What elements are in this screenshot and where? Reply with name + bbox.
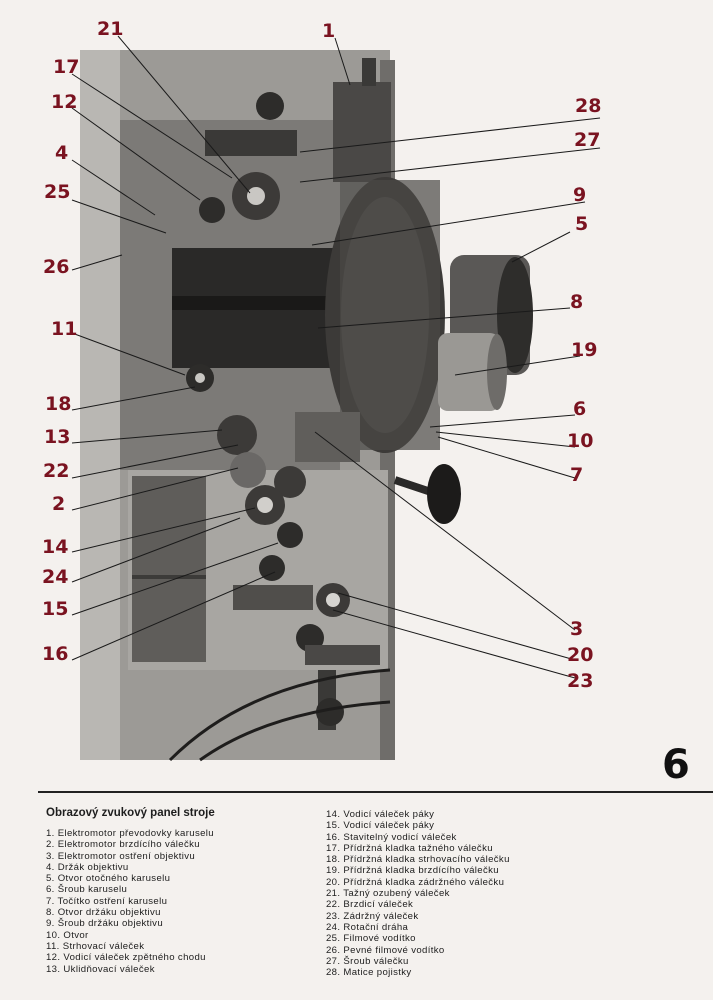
legend-item: 24. Rotační dráha [326, 921, 409, 933]
legend-title: Obrazový zvukový panel stroje [46, 807, 215, 819]
callout-2: 2 [52, 493, 66, 515]
legend-item: 15. Vodicí váleček páky [326, 820, 435, 832]
legend-item: 13. Uklidňovací váleček [46, 963, 155, 975]
legend-item: 27. Šroub válečku [326, 955, 409, 967]
callout-9: 9 [573, 184, 587, 206]
legend-item: 20. Přídržná kladka zádržného válečku [326, 876, 505, 888]
callout-21: 21 [97, 18, 124, 40]
legend-item: 17. Přídržná kladka tažného válečku [326, 842, 493, 854]
legend-item: 2. Elektromotor brzdícího válečku [46, 839, 200, 851]
legend-item: 11. Strhovací váleček [46, 940, 145, 952]
callout-3: 3 [570, 618, 584, 640]
legend-item: 9. Šroub držáku objektivu [46, 918, 164, 930]
legend-item: 21. Tažný ozubený váleček [326, 888, 450, 900]
callout-27: 27 [574, 129, 601, 151]
legend-item: 16. Stavitelný vodicí váleček [326, 831, 457, 843]
legend-item: 3. Elektromotor ostření objektivu [46, 850, 196, 862]
legend-item: 19. Přídržná kladka brzdícího válečku [326, 865, 499, 877]
legend-item: 8. Otvor držáku objektivu [46, 907, 161, 919]
legend-list-right: 14. Vodicí váleček páky 15. Vodicí váleč… [326, 809, 510, 978]
callout-4: 4 [55, 142, 69, 164]
divider [38, 791, 713, 793]
callout-5: 5 [575, 213, 589, 235]
callout-20: 20 [567, 644, 594, 666]
legend-item: 23. Zádržný váleček [326, 910, 419, 922]
callout-19: 19 [571, 339, 598, 361]
legend-item: 1. Elektromotor převodovky karuselu [46, 828, 214, 839]
legend-item: 22. Brzdicí váleček [326, 899, 414, 911]
callout-1: 1 [322, 20, 336, 42]
callout-11: 11 [51, 318, 78, 340]
legend-item: 26. Pevné filmové vodítko [326, 944, 445, 956]
callout-14: 14 [42, 536, 69, 558]
callout-12: 12 [51, 91, 78, 113]
callout-16: 16 [42, 643, 69, 665]
callout-17: 17 [53, 56, 80, 78]
callout-15: 15 [42, 598, 69, 620]
callout-7: 7 [570, 464, 584, 486]
callout-28: 28 [575, 95, 602, 117]
legend-item: 28. Matice pojistky [326, 967, 412, 979]
callout-8: 8 [570, 291, 584, 313]
legend-item: 14. Vodicí váleček páky [326, 809, 435, 820]
callout-26: 26 [43, 256, 70, 278]
callout-22: 22 [43, 460, 70, 482]
legend-item: 12. Vodicí váleček zpětného chodu [46, 952, 206, 964]
callout-13: 13 [44, 426, 71, 448]
legend-item: 25. Filmové vodítko [326, 933, 416, 945]
legend-list-left: 1. Elektromotor převodovky karuselu 2. E… [46, 828, 214, 975]
legend-item: 7. Točítko ostření karuselu [46, 895, 168, 907]
callout-25: 25 [44, 181, 71, 203]
legend-item: 18. Přídržná kladka strhovacího válečku [326, 854, 510, 866]
legend-item: 10. Otvor [46, 929, 89, 941]
legend-item: 4. Držák objektivu [46, 861, 129, 873]
callout-6: 6 [573, 398, 587, 420]
legend-item: 5. Otvor otočného karuselu [46, 873, 171, 885]
callout-10: 10 [567, 430, 594, 452]
machine-photo [71, 35, 601, 762]
legend-item: 6. Šroub karuselu [46, 884, 128, 896]
page-number: 6 [662, 742, 690, 788]
callout-23: 23 [567, 670, 594, 692]
callout-18: 18 [45, 393, 72, 415]
callout-24: 24 [42, 566, 69, 588]
